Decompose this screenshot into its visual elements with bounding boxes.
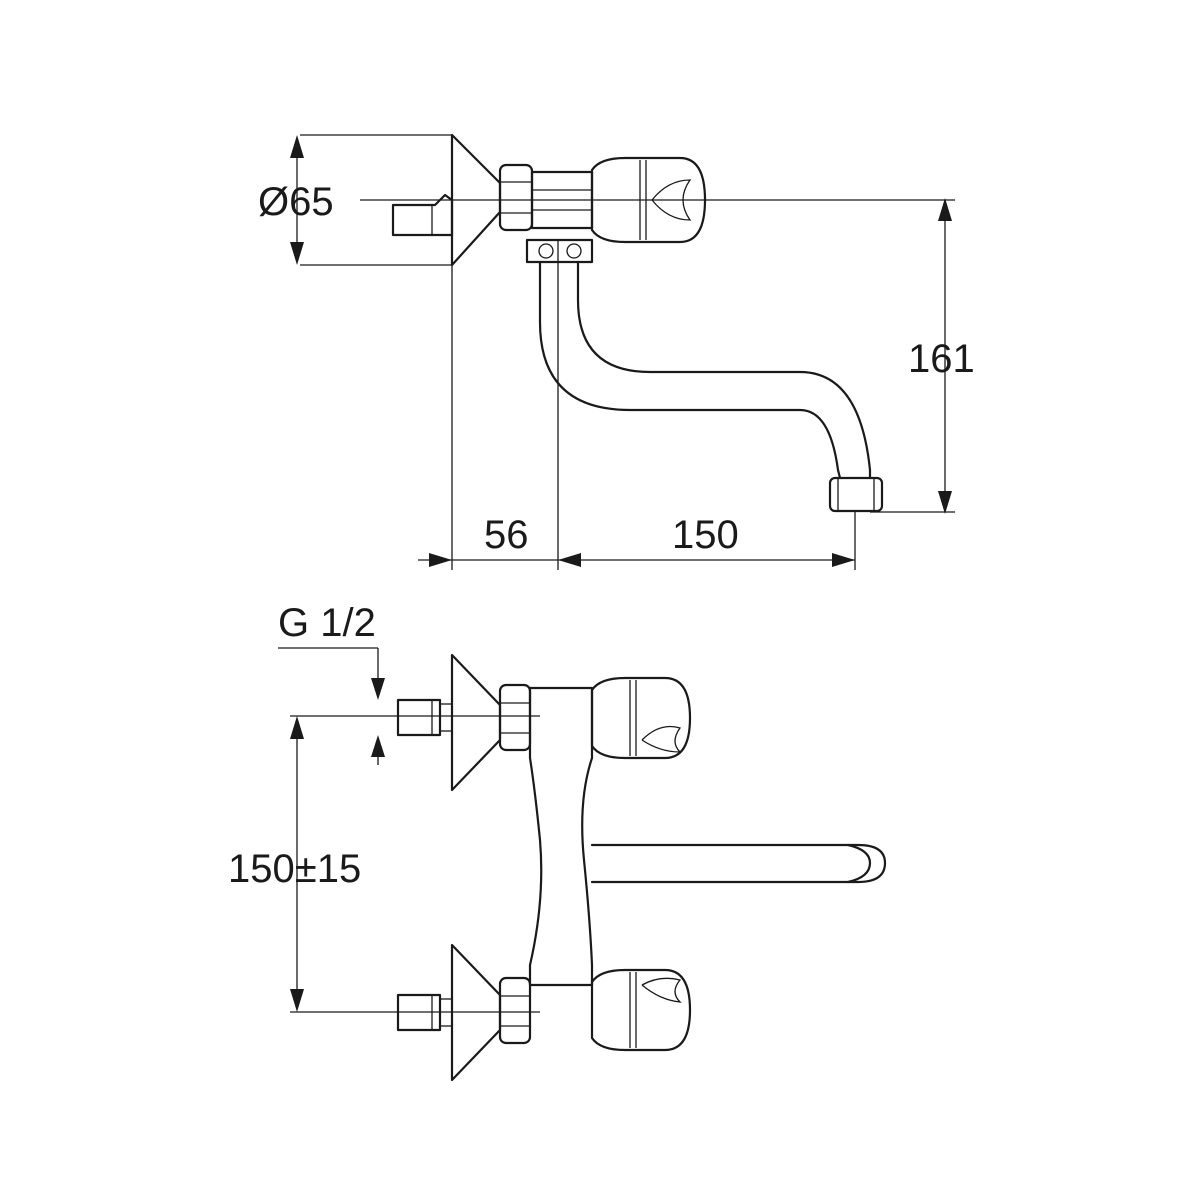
front-view: G 1/2 150±15 [228, 601, 887, 1082]
front-mixer-body [528, 686, 594, 987]
side-hex-nut [498, 163, 534, 232]
dim-spout-reach: 150 [672, 513, 739, 557]
dim-wall-to-axis: 56 [484, 513, 529, 557]
side-aerator [828, 476, 884, 513]
side-inlet-connector [391, 193, 454, 237]
front-lower-hex-nut [498, 976, 532, 1045]
front-upper-handle [590, 676, 692, 760]
side-view: Ø65 161 56 150 [258, 133, 975, 570]
front-lower-inlet [396, 993, 442, 1032]
dim-rosette-diameter: Ø65 [258, 180, 334, 224]
front-upper-hex-nut [498, 683, 532, 752]
side-swivel [525, 238, 594, 264]
dim-thread: G 1/2 [278, 601, 376, 645]
front-lower-handle [590, 968, 692, 1052]
dim-inlet-spacing: 150±15 [228, 847, 361, 891]
front-spout-end [856, 843, 887, 884]
side-spout [538, 260, 842, 480]
front-upper-inlet [396, 698, 442, 737]
dim-height: 161 [908, 337, 975, 381]
front-upper-rosette [450, 653, 502, 792]
